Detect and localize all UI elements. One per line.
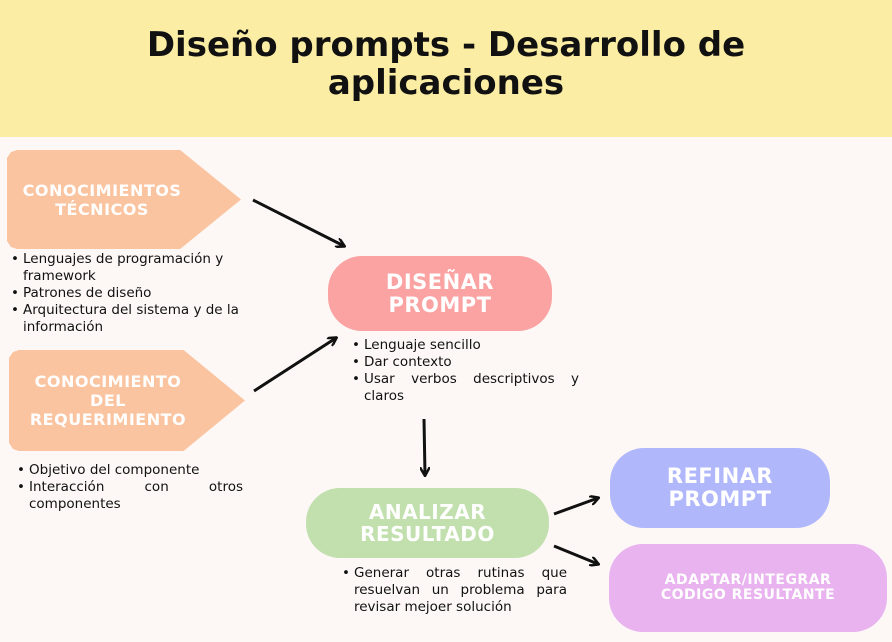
- note-item: Lenguajes de programación y framework: [11, 251, 269, 285]
- node-refinar-prompt: REFINAR PROMPT: [610, 448, 830, 528]
- notes-analizar: Generar otras rutinas que resuelvan un p…: [340, 565, 567, 616]
- note-item: Dar contexto: [352, 354, 579, 371]
- node-disenar-prompt-label: DISEÑAR PROMPT: [385, 269, 495, 317]
- arrow-analizar-to-refinar: [553, 498, 598, 516]
- note-item: Patrones de diseño: [11, 285, 269, 302]
- note-item: Generar otras rutinas que resuelvan un p…: [342, 565, 567, 616]
- header-banner: [0, 0, 892, 137]
- arrow-analizar-to-adaptar: [553, 544, 598, 564]
- node-analizar-resultado: ANALIZAR RESULTADO: [306, 488, 549, 558]
- node-conocimientos-tecnicos-label: CONOCIMIENTOS TÉCNICOS: [22, 180, 182, 219]
- notes-requerimiento: Objetivo del componente Interacción con …: [15, 462, 243, 513]
- node-analizar-resultado-label: ANALIZAR RESULTADO: [360, 500, 495, 546]
- arrow-tecnicos-to-disenar: [252, 198, 344, 246]
- note-item: Arquitectura del sistema y de la informa…: [11, 302, 269, 336]
- node-refinar-prompt-label: REFINAR PROMPT: [666, 464, 774, 511]
- node-disenar-prompt: DISEÑAR PROMPT: [328, 256, 552, 331]
- note-item: Objetivo del componente: [17, 462, 243, 479]
- note-item: Lenguaje sencillo: [352, 337, 579, 354]
- node-adaptar-integrar: ADAPTAR/INTEGRAR CODIGO RESULTANTE: [609, 544, 887, 632]
- node-adaptar-integrar-label: ADAPTAR/INTEGRAR CODIGO RESULTANTE: [660, 572, 836, 603]
- notes-tecnicos: Lenguajes de programación y framework Pa…: [9, 251, 269, 336]
- arrow-requerimiento-to-disenar: [253, 338, 336, 393]
- page-title: Diseño prompts - Desarrollo de aplicacio…: [146, 25, 746, 103]
- node-conocimiento-requerimiento-label: CONOCIMIENTO DEL REQUERIMIENTO: [29, 372, 187, 429]
- note-item: Usar verbos descriptivos y claros: [352, 371, 579, 405]
- arrow-disenar-to-analizar: [424, 418, 425, 475]
- note-item: Interacción con otros componentes: [17, 479, 243, 513]
- notes-disenar: Lenguaje sencillo Dar contexto Usar verb…: [350, 337, 579, 405]
